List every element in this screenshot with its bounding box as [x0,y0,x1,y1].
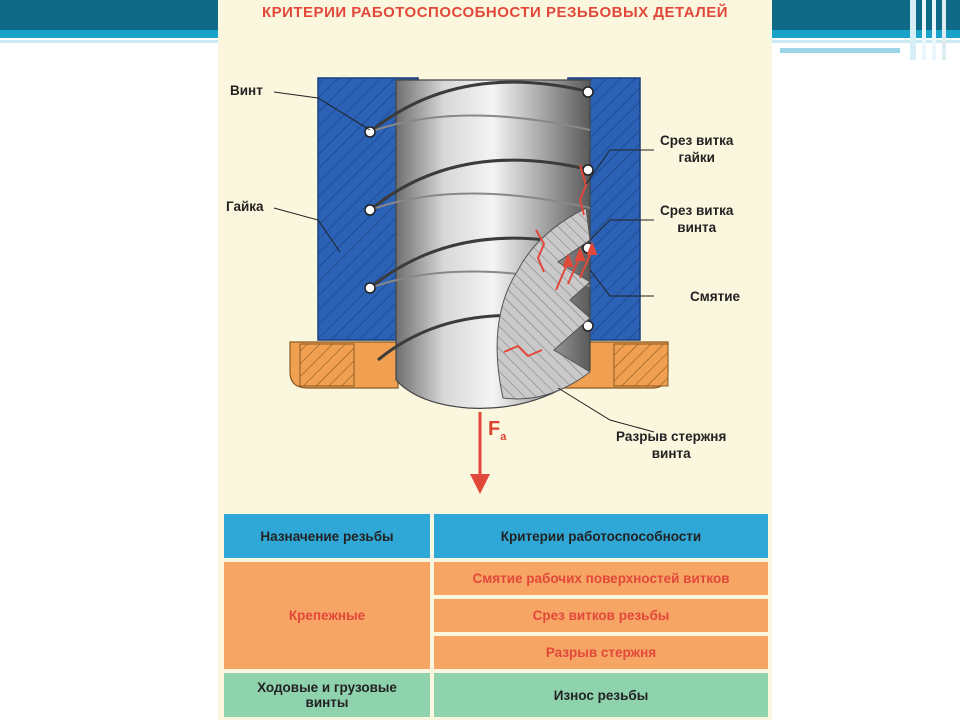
page-title: КРИТЕРИИ РАБОТОСПОСОБНОСТИ РЕЗЬБОВЫХ ДЕТ… [261,4,729,21]
table-row: Крепежные Смятие рабочих поверхностей ви… [222,560,770,671]
table-cell-criterion: Износ резьбы [432,671,770,719]
axial-force-label: Fa [488,418,507,443]
table-cell-criterion: Разрыв стержня [432,634,770,671]
table-row: Разрыв стержня [222,634,770,671]
crushing-arrows [555,241,598,291]
thread-diagram [273,77,669,494]
label-nut: Гайка [226,199,264,214]
table-header-row: Назначение резьбы Критерии работоспособн… [222,512,770,560]
leader-lines [273,91,655,433]
crack-lines [503,164,588,358]
table-cell-criterion: Срез витков резьбы [432,597,770,634]
table-row: Срез витков резьбы [222,597,770,634]
table-cell-fastener-purpose: Крепежные [222,560,432,671]
table-header-purpose: Назначение резьбы [222,512,432,560]
axial-force-arrow [470,412,490,494]
criteria-table: Назначение резьбы Критерии работоспособн… [222,512,770,719]
table-header-criteria: Критерии работоспособности [432,512,770,560]
label-crushing: Смятие [690,289,741,304]
label-screw: Винт [230,83,263,98]
table-cell-criterion: Смятие рабочих поверхностей витков [432,560,770,597]
